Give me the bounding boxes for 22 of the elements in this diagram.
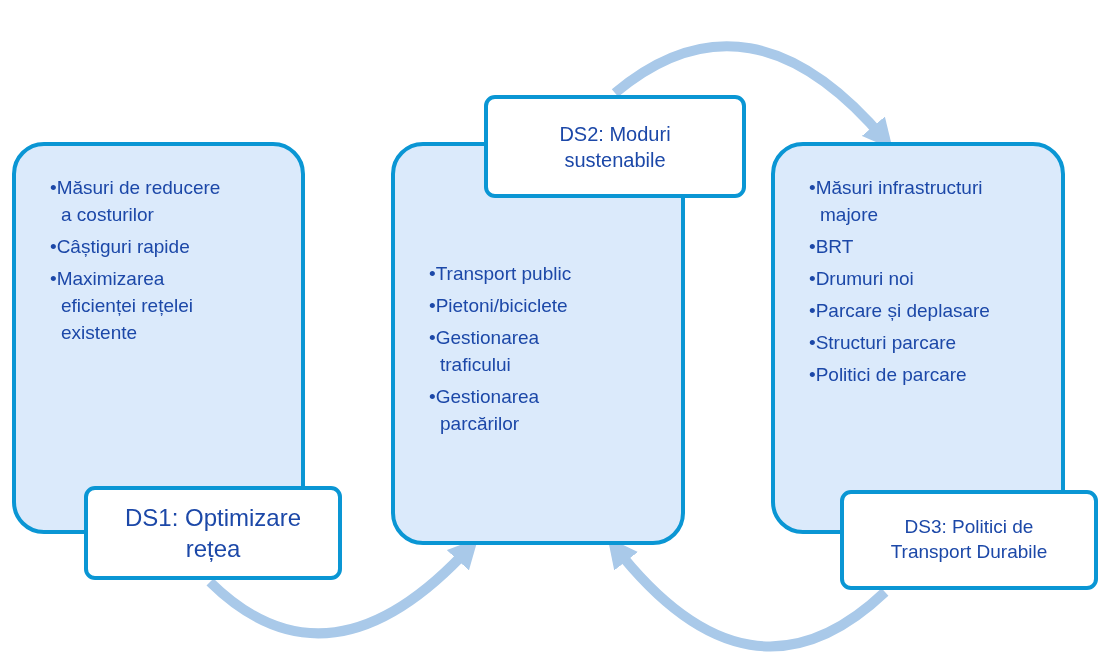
title-box [484, 95, 746, 198]
bullet-item: •Pietoni/biciclete [429, 294, 569, 318]
bullet-item: •Drumuri noi [809, 267, 915, 291]
bullet-item: •Transport public [429, 262, 573, 286]
title-box [840, 490, 1098, 590]
bullet-item: •Măsuri de reducere a costurilor [50, 176, 222, 227]
bullet-item: •BRT [809, 235, 855, 259]
bullet-item: •Gestionarea traficului [429, 326, 541, 377]
title-text: DS3: Politici de Transport Durabile [889, 515, 1049, 564]
title-text: DS2: Moduri sustenabile [558, 121, 672, 173]
title-box [84, 486, 342, 580]
bullet-item: •Măsuri infrastructuri majore [809, 176, 984, 227]
title-text: DS1: Optimizare rețea [123, 502, 303, 564]
bullet-item: •Câștiguri rapide [50, 235, 191, 259]
rounded-panel [391, 142, 685, 545]
bullet-item: •Maximizarea eficienței rețelei existente [50, 267, 195, 345]
bullet-item: •Parcare și deplasare [809, 299, 991, 323]
bullet-item: •Structuri parcare [809, 331, 958, 355]
bullet-item: •Gestionarea parcărilor [429, 385, 541, 436]
rounded-panel [12, 142, 305, 534]
rounded-panel [771, 142, 1065, 534]
bullet-item: •Politici de parcare [809, 363, 968, 387]
